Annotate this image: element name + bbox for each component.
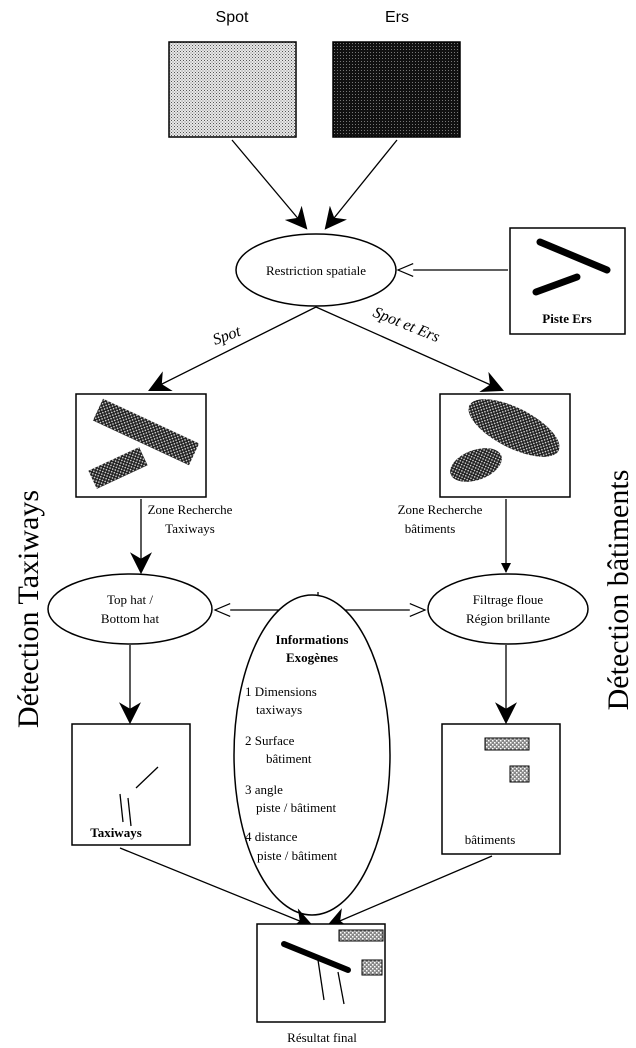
tophat-node [47,573,213,645]
final-piste-line [281,941,351,973]
ers-input-label: Ers [385,9,409,26]
batiment-rect-1 [484,737,530,751]
arrow-restriction-to-batiments-zone [315,306,505,392]
tophat-label-2: Bottom hat [101,611,160,626]
final-taxiway-segment-1 [317,959,325,1001]
exogenous-title-1: Informations [276,632,349,647]
arrow-ers-to-restriction [324,139,398,230]
spot-image [168,41,297,138]
spot-input-label: Spot [216,9,249,26]
exogenous-item-3-line-1: 3 angle [245,782,283,797]
zone-batiments-label-1: Zone Recherche [398,502,483,517]
zone-taxiways-label-1: Zone Recherche [148,502,233,517]
exogenous-item-2-line-2: bâtiment [266,751,312,766]
edge-label-spot-et-ers: Spot et Ers [371,304,442,346]
zone-batiments-label-2: bâtiments [405,521,456,536]
final-taxiway-segment-2 [337,971,345,1005]
filtrage-node [427,573,589,645]
exogenous-item-3-line-2: piste / bâtiment [256,800,337,815]
taxiways-result-label: Taxiways [90,825,142,840]
batiment-rect-2 [509,765,530,783]
filtrage-label-2: Région brillante [466,611,550,626]
batiments-result-label: bâtiments [465,832,516,847]
side-title-batiments: Détection bâtiments [602,470,635,711]
exogenous-item-4-line-1: 4 distance [245,829,298,844]
exogenous-item-1-line-1: 1 Dimensions [245,684,317,699]
ers-image [332,41,461,138]
edge-label-spot: Spot [211,323,244,349]
zone-batiment-ellipse-2 [450,448,502,482]
exogenous-item-2-line-1: 2 Surface [245,733,295,748]
exogenous-item-4-line-2: piste / bâtiment [257,848,338,863]
final-result-label: Résultat final [287,1030,357,1045]
piste-ers-line-2 [532,273,581,296]
zone-taxiways-label-2: Taxiways [165,521,215,536]
arrow-spot-to-restriction [231,139,308,230]
zone-taxiway-strip-2 [88,447,148,489]
zone-taxiway-strip-1 [92,398,200,466]
taxiway-segment-3 [127,797,132,827]
zone-batiment-ellipse-1 [468,399,560,457]
restriction-label: Restriction spatiale [266,263,366,278]
exogenous-title-2: Exogènes [286,650,338,665]
side-title-taxiways: Détection Taxiways [12,490,45,728]
piste-ers-line-1 [536,238,611,274]
taxiway-segment-2 [119,793,124,823]
final-batiment-rect-2 [361,959,383,976]
exogenous-item-1-line-2: taxiways [256,702,302,717]
filtrage-label-1: Filtrage floue [473,592,544,607]
arrow-taxiways-to-final [119,847,315,929]
arrow-restriction-to-taxiways-zone [148,306,317,391]
tophat-label-1: Top hat / [107,592,153,607]
arrow-batiments-to-final [325,855,493,929]
restriction-node [235,233,397,307]
final-batiment-rect-1 [338,929,384,942]
taxiway-segment-1 [135,766,159,789]
piste-ers-label: Piste Ers [542,311,591,326]
